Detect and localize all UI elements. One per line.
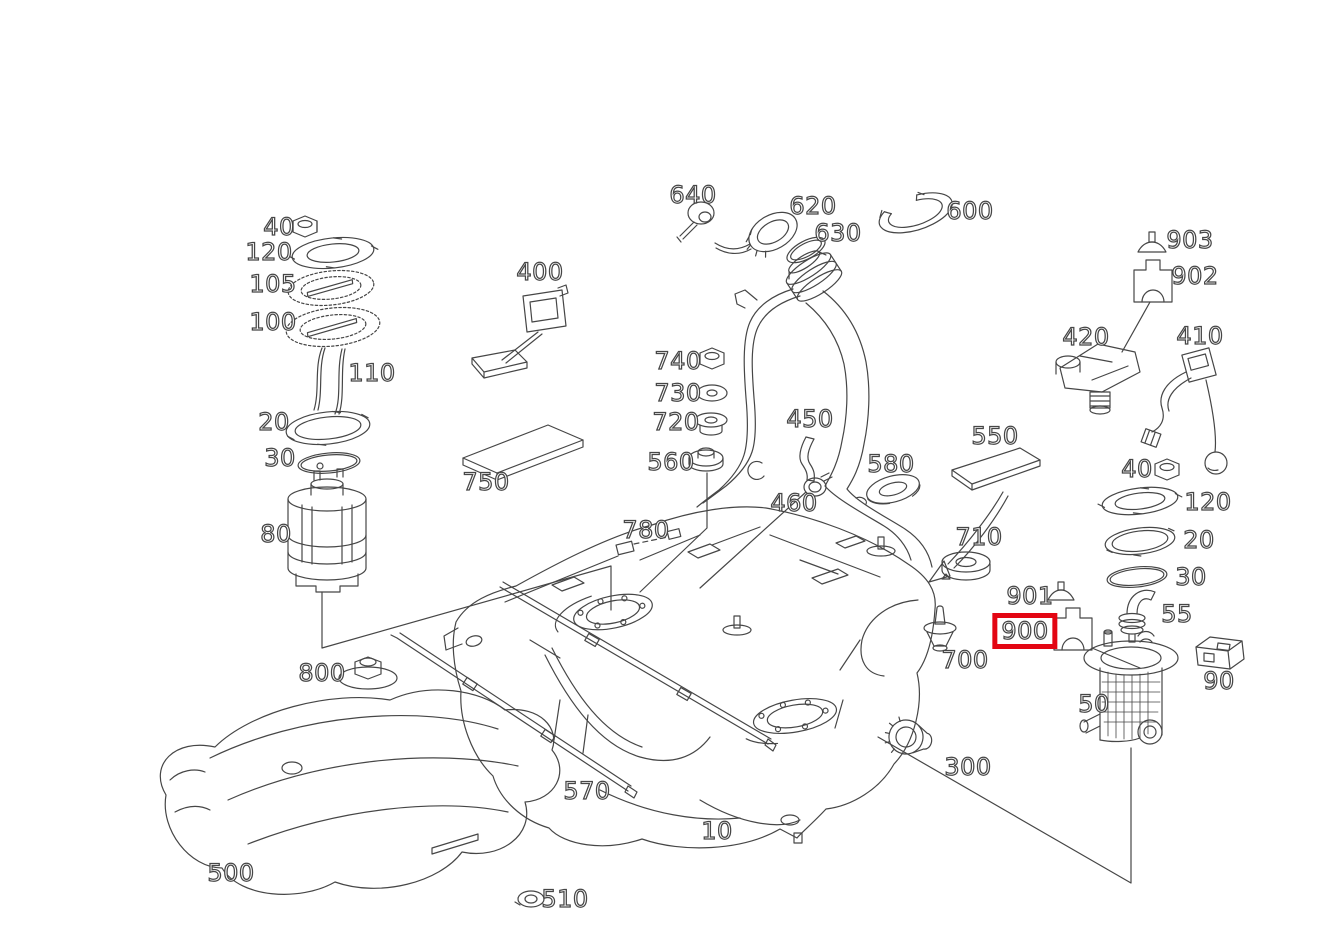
part-label-710: 710 xyxy=(955,523,1003,551)
filler-bellows-icon xyxy=(785,250,843,302)
part-label-105: 105 xyxy=(249,270,297,298)
part-label-720: 720 xyxy=(652,408,700,436)
locking-ring-20-right-icon xyxy=(1104,526,1176,557)
grommet-510-icon xyxy=(514,890,545,908)
leader-grommet-560 xyxy=(639,472,708,593)
part-label-400: 400 xyxy=(516,258,564,286)
part-label-700: 700 xyxy=(941,646,989,674)
part-label-460: 460 xyxy=(770,489,818,517)
pad-550-icon xyxy=(951,447,1041,491)
part-label-20: 20 xyxy=(258,408,290,436)
part-label-550: 550 xyxy=(971,422,1019,450)
part-label-510: 510 xyxy=(541,885,589,913)
leader-pump-80 xyxy=(321,565,612,649)
leader-902 xyxy=(1121,301,1151,353)
level-sender-400-icon xyxy=(471,284,569,379)
hex-nut-40-left-icon xyxy=(292,215,318,238)
washer-730-icon xyxy=(696,384,728,402)
bracket-580-icon xyxy=(866,474,921,505)
part-label-40: 40 xyxy=(1121,455,1153,483)
cap-300-icon xyxy=(884,716,933,755)
part-label-10: 10 xyxy=(701,817,733,845)
part-label-730: 730 xyxy=(654,379,702,407)
hose-clamp-460-icon xyxy=(803,472,833,497)
level-sensor-410-icon xyxy=(1140,347,1228,475)
retainer-90-icon xyxy=(1195,636,1245,670)
tank-strap-570-icon xyxy=(390,632,638,799)
wires-110-icon xyxy=(313,347,346,415)
part-label-30: 30 xyxy=(1175,563,1207,591)
leader-pump-50 xyxy=(877,736,1132,884)
grommet-710-icon xyxy=(941,551,991,581)
part-label-450: 450 xyxy=(786,405,834,433)
o-ring-30-right-icon xyxy=(1106,565,1168,589)
part-label-902: 902 xyxy=(1171,262,1219,290)
part-label-50: 50 xyxy=(1078,690,1110,718)
leader-900 xyxy=(1091,647,1141,669)
hex-nut-740-icon xyxy=(699,347,725,370)
foam-pad-750-icon xyxy=(462,424,584,481)
part-label-750: 750 xyxy=(462,468,510,496)
grommet-560-icon xyxy=(688,447,724,472)
push-clip-700-icon xyxy=(923,605,957,652)
leader-clamp-460 xyxy=(699,491,807,589)
locking-ring-120-right-icon xyxy=(1097,486,1183,516)
cap-tether-icon xyxy=(714,242,752,254)
lock-cylinder-640-icon xyxy=(676,201,715,243)
vent-valve-420-icon xyxy=(1055,343,1141,415)
part-label-120: 120 xyxy=(1184,488,1232,516)
plug-903-icon xyxy=(1137,231,1167,253)
cap-100-icon xyxy=(285,306,381,348)
o-ring-30-left-icon xyxy=(297,452,361,474)
fuel-cap-620-icon xyxy=(745,211,798,258)
grommet-720-icon xyxy=(694,412,728,436)
part-label-600: 600 xyxy=(946,197,994,225)
locking-ring-120-left-icon xyxy=(287,236,379,270)
part-label-90: 90 xyxy=(1203,667,1235,695)
elbow-55-icon xyxy=(1118,589,1156,643)
connector-900-icon xyxy=(1053,607,1093,651)
part-label-300: 300 xyxy=(944,753,992,781)
hex-nut-40-right-icon xyxy=(1154,458,1180,481)
part-label-901: 901 xyxy=(1006,582,1054,610)
part-label-80: 80 xyxy=(260,520,292,548)
part-label-410: 410 xyxy=(1176,322,1224,350)
part-label-560: 560 xyxy=(647,448,695,476)
part-label-900-highlighted: 900 xyxy=(992,613,1058,649)
connector-902-icon xyxy=(1133,259,1173,303)
part-label-570: 570 xyxy=(563,777,611,805)
part-label-580: 580 xyxy=(867,450,915,478)
part-label-40: 40 xyxy=(263,213,295,241)
cap-105-icon xyxy=(287,269,375,307)
part-label-630: 630 xyxy=(814,219,862,247)
part-label-740: 740 xyxy=(654,347,702,375)
part-label-30: 30 xyxy=(264,444,296,472)
part-label-20: 20 xyxy=(1183,526,1215,554)
part-label-780: 780 xyxy=(622,516,670,544)
heat-shield-500-icon xyxy=(159,689,561,895)
fuel-pump-80-icon xyxy=(287,462,367,593)
vent-pipe-icon xyxy=(696,288,801,508)
pump-module-50-icon xyxy=(1079,629,1179,745)
part-label-903: 903 xyxy=(1166,226,1214,254)
part-label-640: 640 xyxy=(669,181,717,209)
part-label-620: 620 xyxy=(789,192,837,220)
strap-clip-780-icon xyxy=(615,528,682,556)
locking-ring-20-left-icon xyxy=(285,410,371,446)
part-label-55: 55 xyxy=(1161,600,1193,628)
filler-pipe-icon xyxy=(805,290,933,568)
retaining-clip-600-icon xyxy=(878,191,953,234)
part-label-800: 800 xyxy=(298,659,346,687)
part-label-120: 120 xyxy=(245,238,293,266)
plug-901-icon xyxy=(1047,581,1075,601)
nut-washer-800-icon xyxy=(338,656,398,690)
part-label-100: 100 xyxy=(249,308,297,336)
fuel-tank-10-icon xyxy=(443,506,936,849)
part-label-500: 500 xyxy=(207,859,255,887)
part-label-110: 110 xyxy=(348,359,396,387)
part-label-420: 420 xyxy=(1062,323,1110,351)
